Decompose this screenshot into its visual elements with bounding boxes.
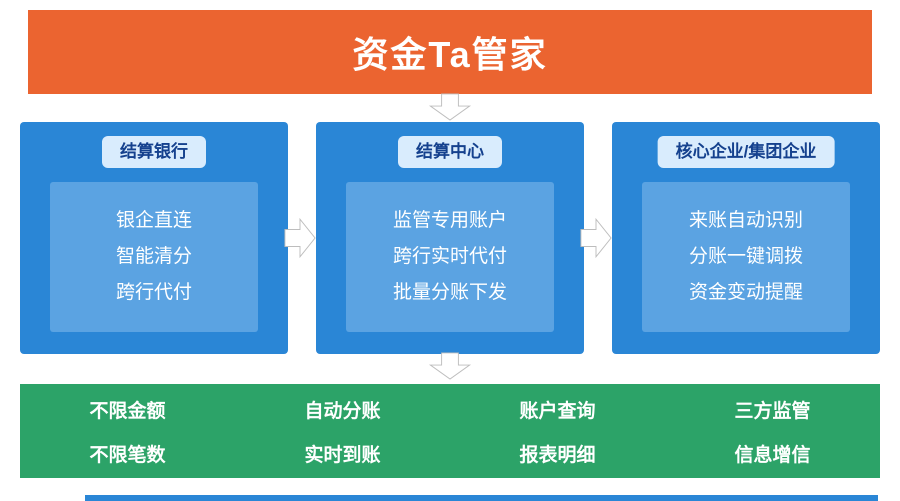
card-feature-line: 批量分账下发: [392, 282, 507, 303]
feature-item: 三方监管: [734, 400, 811, 422]
feature-item: 报表明细: [519, 444, 596, 466]
feature-band: 不限金额 自动分账 账户查询 三方监管 不限笔数 实时到账 报表明细 信息增信: [20, 384, 880, 478]
feature-item: 实时到账: [304, 444, 381, 466]
bottom-divider: [85, 495, 878, 501]
card-feature-line: 分账一键调拨: [688, 246, 803, 267]
card-feature-line: 智能清分: [115, 246, 192, 267]
title-banner: 资金Ta管家: [28, 10, 872, 94]
down-arrow-icon: [428, 352, 472, 380]
down-arrow-icon: [428, 93, 472, 121]
feature-item: 信息增信: [734, 444, 811, 466]
feature-row: 不限金额 自动分账 账户查询 三方监管: [20, 387, 880, 431]
feature-item: 账户查询: [519, 400, 596, 422]
card-feature-line: 监管专用账户: [392, 210, 507, 231]
right-arrow-icon: [284, 216, 316, 260]
card-settlement-bank: 结算银行 银企直连 智能清分 跨行代付: [20, 122, 288, 354]
feature-row: 不限笔数 实时到账 报表明细 信息增信: [20, 431, 880, 475]
right-arrow-icon: [580, 216, 612, 260]
page-title: 资金Ta管家: [352, 34, 548, 75]
card-feature-line: 跨行代付: [115, 282, 192, 303]
card-settlement-center: 结算中心 监管专用账户 跨行实时代付 批量分账下发: [316, 122, 584, 354]
card-feature-line: 资金变动提醒: [688, 282, 803, 303]
card-body-panel: 来账自动识别 分账一键调拨 资金变动提醒: [642, 182, 850, 332]
card-title-badge: 核心企业/集团企业: [657, 136, 835, 168]
card-title-badge: 结算中心: [398, 136, 502, 168]
card-core-enterprise: 核心企业/集团企业 来账自动识别 分账一键调拨 资金变动提醒: [612, 122, 880, 354]
card-feature-line: 跨行实时代付: [392, 246, 507, 267]
feature-item: 自动分账: [304, 400, 381, 422]
card-body-panel: 监管专用账户 跨行实时代付 批量分账下发: [346, 182, 554, 332]
feature-item: 不限笔数: [89, 444, 166, 466]
card-title-badge: 结算银行: [102, 136, 206, 168]
card-feature-line: 银企直连: [115, 210, 192, 231]
feature-item: 不限金额: [89, 400, 166, 422]
card-feature-line: 来账自动识别: [688, 210, 803, 231]
card-body-panel: 银企直连 智能清分 跨行代付: [50, 182, 258, 332]
